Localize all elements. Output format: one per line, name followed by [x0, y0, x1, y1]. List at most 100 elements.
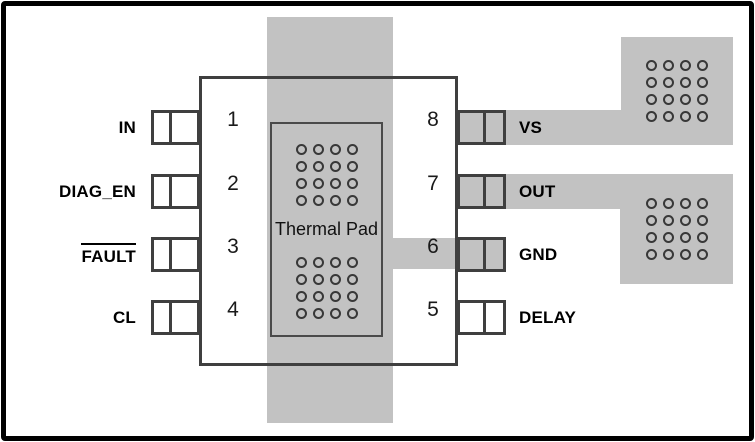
- via-hole: [329, 161, 341, 172]
- via-hole: [679, 198, 691, 209]
- pin-label-text: CL: [112, 307, 136, 327]
- vs-trace: [500, 110, 621, 145]
- via-hole: [329, 274, 341, 285]
- via-hole: [295, 161, 307, 172]
- pin-pad-3: [151, 237, 200, 272]
- via-hole: [312, 291, 324, 302]
- pin-pad-8: [457, 110, 506, 145]
- pin-pad-divider: [483, 300, 486, 335]
- via-hole: [662, 198, 674, 209]
- pin-label-text: FAULT: [81, 242, 136, 267]
- via-hole: [646, 77, 657, 88]
- via-hole: [696, 249, 708, 260]
- via-hole: [346, 144, 358, 155]
- pin-pad-divider: [483, 174, 486, 209]
- via-hole: [312, 161, 324, 172]
- pin-pad-divider: [169, 174, 172, 209]
- pin-pad-7: [457, 174, 506, 209]
- via-hole: [663, 77, 674, 88]
- via-hole: [645, 215, 657, 226]
- via-hole: [679, 215, 691, 226]
- via-hole: [329, 308, 341, 319]
- pin-number-4: 4: [227, 297, 239, 321]
- via-hole: [312, 257, 324, 268]
- via-hole: [680, 77, 691, 88]
- via-hole: [646, 94, 657, 105]
- pin-label-text: VS: [519, 117, 543, 137]
- pin-pad-divider: [169, 300, 172, 335]
- via-hole: [329, 195, 341, 206]
- via-hole: [663, 111, 674, 122]
- via-hole: [295, 195, 307, 206]
- pin-number-1: 1: [227, 107, 239, 131]
- thermal-pad-label: Thermal Pad: [274, 219, 379, 239]
- via-hole: [680, 60, 691, 71]
- via-hole: [680, 111, 691, 122]
- via-hole: [295, 291, 307, 302]
- pin-number-6: 6: [427, 234, 439, 258]
- via-hole: [346, 161, 358, 172]
- via-hole: [329, 257, 341, 268]
- via-hole: [696, 215, 708, 226]
- pin-pad-divider: [483, 110, 486, 145]
- pin-pad-6: [457, 237, 506, 272]
- ic-body-outline: [199, 76, 458, 366]
- pin-pad-4: [151, 300, 200, 335]
- via-hole: [295, 274, 307, 285]
- pin-label-gnd: GND: [519, 237, 649, 272]
- via-hole: [329, 291, 341, 302]
- pin-label-out: OUT: [519, 174, 649, 209]
- via-hole: [295, 178, 307, 189]
- thermal-pad: Thermal Pad: [270, 122, 383, 337]
- pin-pad-1: [151, 110, 200, 145]
- via-hole: [697, 94, 708, 105]
- via-hole: [346, 274, 358, 285]
- out-trace: [500, 174, 620, 209]
- via-hole: [679, 232, 691, 243]
- via-hole: [645, 198, 657, 209]
- via-hole: [697, 60, 708, 71]
- via-hole: [295, 257, 307, 268]
- via-hole: [346, 291, 358, 302]
- pin-pad-2: [151, 174, 200, 209]
- via-hole: [645, 249, 657, 260]
- pin-label-text: OUT: [519, 181, 556, 201]
- via-hole: [295, 308, 307, 319]
- via-hole: [680, 94, 691, 105]
- via-hole: [329, 178, 341, 189]
- pin-number-5: 5: [427, 297, 439, 321]
- via-hole: [662, 232, 674, 243]
- pin-pad-5: [457, 300, 506, 335]
- pin-number-2: 2: [227, 171, 239, 195]
- via-hole: [679, 249, 691, 260]
- via-grid: [646, 60, 708, 122]
- pin-label-vs: VS: [519, 110, 649, 145]
- via-hole: [696, 198, 708, 209]
- via-hole: [346, 195, 358, 206]
- via-hole: [662, 215, 674, 226]
- via-hole: [662, 249, 674, 260]
- pin-pad-divider: [169, 110, 172, 145]
- out-copper-pour: [620, 174, 733, 284]
- pin-label-text: DIAG_EN: [59, 181, 136, 201]
- pin-label-delay: DELAY: [519, 300, 649, 335]
- via-hole: [312, 178, 324, 189]
- via-hole: [696, 232, 708, 243]
- pin-number-8: 8: [427, 107, 439, 131]
- gnd-trace: [383, 238, 457, 269]
- pin-pad-divider: [169, 237, 172, 272]
- pin-label-cl: CL: [38, 300, 136, 335]
- via-hole: [646, 60, 657, 71]
- via-grid: [295, 257, 358, 319]
- pin-label-text: GND: [519, 244, 558, 264]
- pin-label-text: IN: [118, 117, 136, 137]
- pin-label-text: DELAY: [519, 307, 577, 327]
- via-hole: [312, 144, 324, 155]
- pin-label-in: IN: [38, 110, 136, 145]
- via-hole: [663, 60, 674, 71]
- via-hole: [312, 274, 324, 285]
- pin-number-3: 3: [227, 234, 239, 258]
- via-hole: [312, 195, 324, 206]
- via-grid: [645, 198, 708, 260]
